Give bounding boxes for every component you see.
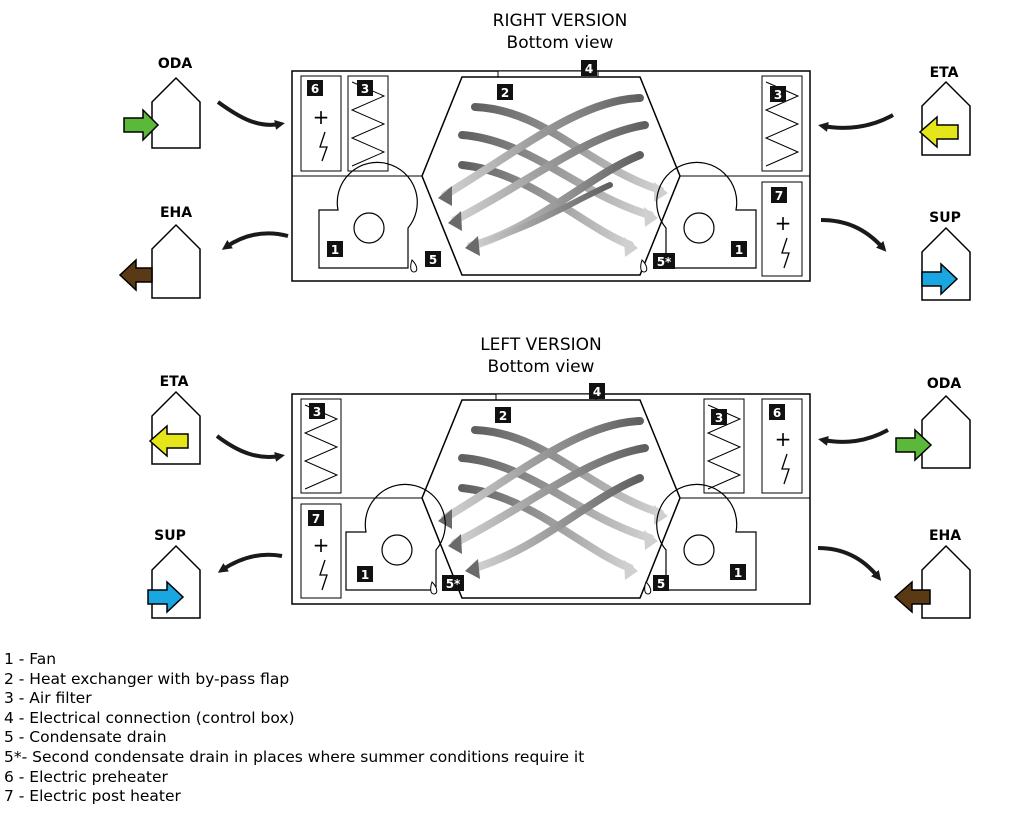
heater-plus-icon: +	[775, 211, 792, 235]
lightning-icon	[319, 559, 328, 591]
badge-control-box: 4	[585, 62, 593, 76]
legend-item: 2 - Heat exchanger with by-pass flap	[4, 669, 290, 688]
badge-exchanger: 2	[501, 86, 509, 100]
legend-item: 6 - Electric preheater	[4, 767, 168, 786]
badge-filter-left: 3	[313, 405, 321, 419]
heat-exchanger	[421, 76, 681, 276]
port-label: ODA	[927, 376, 962, 392]
drain-icon	[644, 581, 652, 595]
badge-exchanger: 2	[499, 409, 507, 423]
drain-icon	[430, 581, 438, 595]
right-version-title: RIGHT VERSION	[493, 11, 628, 31]
port-label: SUP	[154, 528, 186, 544]
exchanger-airflow-arrows	[441, 94, 664, 249]
heater-plus-icon: +	[775, 427, 792, 451]
port-house-oda: ODA	[895, 376, 971, 469]
badge-fan-left: 1	[361, 568, 369, 582]
port-house-oda: ODA	[123, 56, 201, 149]
port-house-eta: ETA	[918, 65, 971, 156]
badge-post-heater: 7	[775, 189, 783, 203]
badge-preheater: 6	[773, 406, 781, 420]
legend-item: 3 - Air filter	[4, 689, 92, 708]
flow-arrows	[215, 428, 889, 581]
badge-filter-right: 3	[715, 411, 723, 425]
badge-control-box: 4	[593, 385, 601, 399]
port-house-eha: EHA	[893, 528, 971, 619]
lightning-icon	[781, 453, 790, 485]
port-label: ETA	[160, 374, 189, 390]
port-label: ODA	[158, 56, 193, 72]
left-version-title: LEFT VERSION	[480, 335, 602, 355]
left-version: LEFT VERSION Bottom view	[147, 335, 971, 619]
fan-left	[345, 483, 446, 591]
heat-exchanger	[421, 399, 681, 599]
control-box	[495, 393, 597, 401]
port-label: EHA	[929, 528, 961, 544]
flow-arrows	[216, 100, 894, 252]
port-label: ETA	[930, 65, 959, 81]
badge-drain-second: 5*	[657, 255, 672, 269]
port-label: EHA	[160, 205, 192, 221]
fan-right	[656, 161, 757, 269]
badge-post-heater: 7	[312, 512, 320, 526]
lightning-icon	[319, 131, 328, 162]
heater-plus-icon: +	[313, 533, 330, 557]
badge-drain: 5	[657, 577, 665, 591]
drain-icon	[410, 259, 418, 273]
right-version-subtitle: Bottom view	[507, 33, 614, 53]
drain-icon	[640, 259, 648, 273]
port-house-sup: SUP	[921, 210, 971, 301]
left-version-subtitle: Bottom view	[488, 357, 595, 377]
port-house-eha: EHA	[118, 205, 201, 299]
badge-drain: 5	[429, 253, 437, 267]
filter-zigzag-right	[764, 81, 800, 167]
badge-filter-left: 3	[361, 82, 369, 96]
exchanger-arrowheads	[438, 186, 480, 256]
badge-fan-right: 1	[735, 243, 743, 257]
legend-item: 7 - Electric post heater	[4, 787, 181, 806]
fan-left	[318, 161, 418, 269]
badge-filter-right: 3	[774, 88, 782, 102]
filter-zigzag-right	[706, 404, 742, 490]
badge-fan-left: 1	[331, 243, 339, 257]
legend-item: 4 - Electrical connection (control box)	[4, 708, 295, 727]
badge-preheater: 6	[311, 82, 319, 96]
fan-right	[656, 483, 757, 591]
port-house-sup: SUP	[147, 528, 201, 619]
filter-zigzag-left	[303, 404, 339, 490]
right-version: RIGHT VERSION Bottom view	[118, 11, 971, 301]
badge-fan-right: 1	[734, 566, 742, 580]
legend-item: 5*- Second condensate drain in places wh…	[4, 747, 585, 766]
legend-item: 5 - Condensate drain	[4, 728, 167, 747]
legend-item: 1 - Fan	[4, 650, 57, 668]
heater-plus-icon: +	[313, 105, 330, 129]
legend: 1 - Fan 2 - Heat exchanger with by-pass …	[4, 650, 584, 807]
filter-zigzag-left	[350, 81, 386, 167]
lightning-icon	[781, 237, 790, 269]
badge-drain-second: 5*	[446, 577, 461, 591]
port-label: SUP	[929, 210, 961, 226]
port-house-eta: ETA	[148, 374, 201, 465]
exchanger-airflow-arrows	[441, 417, 664, 572]
